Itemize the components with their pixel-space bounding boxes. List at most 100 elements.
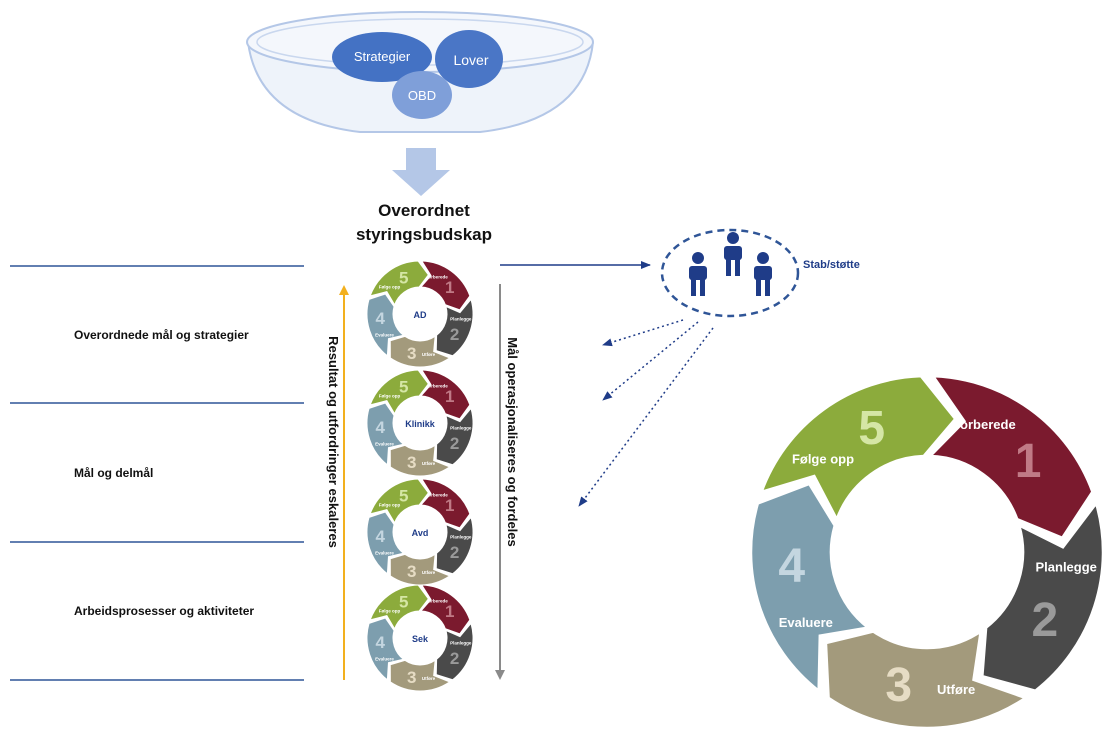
cycle-step-number: 3 (407, 453, 416, 472)
cycle-step-number: 1 (445, 387, 454, 406)
cycle-step-number: 5 (858, 402, 885, 455)
cycle-segment-evaluere (366, 511, 405, 575)
cycle-center (394, 288, 446, 340)
cycle-segment-folge_opp (369, 584, 429, 630)
staff-group: Stab/støtte (660, 228, 860, 318)
person-icon (724, 232, 742, 276)
cycle-segment-forberede (927, 374, 1094, 540)
cycle-segment-evaluere (366, 293, 405, 357)
person-icon (689, 252, 707, 296)
cycle-step-label: Forberede (952, 417, 1016, 432)
cycle-step-label: Planlegge (1035, 560, 1096, 575)
cycle-segment-utfore (824, 628, 1029, 730)
cycle-step-label: Forberede (426, 384, 449, 389)
cycle-center-label: Klinikk (405, 419, 436, 429)
cycle-segment-folge_opp (369, 369, 429, 415)
escalate-label: Resultat og utfordringer eskaleres (326, 336, 341, 548)
cycle-step-label: Evaluere (375, 333, 394, 338)
cycle-segment-evaluere (366, 402, 405, 466)
cycle-step-label: Planlegge (450, 316, 472, 321)
staff-support-arrows (578, 319, 714, 507)
cycle-segment-forberede (419, 584, 471, 635)
staff-label: Stab/støtte (803, 259, 860, 271)
cycle-step-number: 5 (399, 487, 408, 506)
cycle-step-number: 1 (445, 496, 454, 515)
cycle-step-number: 2 (450, 434, 459, 453)
funnel-bubble-obd (392, 71, 452, 119)
message-line-1: Overordnet (378, 201, 470, 220)
funnel-down-arrow (392, 148, 450, 196)
cycle-step-label: Planlegge (450, 425, 472, 430)
cycle-step-label: Følge opp (792, 451, 854, 466)
cycle-step-label: Forberede (426, 599, 449, 604)
cycle-step-number: 4 (375, 309, 385, 328)
level-separators (10, 265, 304, 681)
cycle-center (832, 457, 1022, 647)
cycle-segment-planlegge (435, 516, 474, 575)
cycle-step-number: 1 (1015, 435, 1042, 488)
cycle-step-label: Følge opp (379, 503, 401, 508)
cycle-segment-utfore (389, 335, 451, 368)
cycle-segment-utfore (389, 553, 451, 586)
cycle-step-number: 2 (450, 325, 459, 344)
cycle-center (394, 506, 446, 558)
cycle-segment-forberede (419, 369, 471, 420)
cycle-step-label: Utføre (937, 682, 975, 697)
cycle-segment-planlegge (435, 407, 474, 466)
cycle-segment-forberede (419, 478, 471, 529)
funnel-label-obd: OBD (408, 88, 436, 103)
level-label-processes: Arbeidsprosesser og aktiviteter (74, 604, 254, 618)
cycle-step-number: 4 (375, 633, 385, 652)
cycle-step-number: 3 (885, 659, 912, 712)
cycle-step-number: 2 (450, 543, 459, 562)
cycle-step-number: 5 (399, 593, 408, 612)
cycle-step-number: 4 (375, 527, 385, 546)
cycle-step-number: 1 (445, 278, 454, 297)
cycle-segment-folge_opp (759, 374, 957, 523)
funnel-label-strategier: Strategier (354, 49, 411, 64)
cycle-step-number: 3 (407, 562, 416, 581)
funnel: Strategier Lover OBD (246, 11, 594, 133)
cycle-step-label: Utføre (422, 570, 436, 575)
cycle-step-label: Følge opp (379, 609, 401, 614)
cycle-step-number: 4 (375, 418, 385, 437)
cycle-step-label: Utføre (422, 461, 436, 466)
cycle-step-label: Evaluere (375, 551, 394, 556)
cycle-segment-evaluere (366, 617, 405, 681)
cycle-segment-folge_opp (369, 478, 429, 524)
funnel-label-lover: Lover (453, 52, 488, 68)
funnel-bubble-lover (435, 30, 503, 88)
cycle-step-number: 2 (1031, 594, 1058, 647)
person-icon (754, 252, 772, 296)
cycle-step-label: Forberede (426, 275, 449, 280)
cycle-step-number: 3 (407, 668, 416, 687)
cycle-step-number: 3 (407, 344, 416, 363)
cascade-label: Mål operasjonaliseres og fordeles (505, 337, 520, 547)
cycle-step-label: Evaluere (375, 657, 394, 662)
cycle-step-label: Utføre (422, 676, 436, 681)
funnel-bubble-strategier (332, 32, 432, 82)
cycle-step-label: Evaluere (375, 442, 394, 447)
cycle-segment-utfore (389, 444, 451, 477)
cycle-step-number: 5 (399, 269, 408, 288)
cycle-step-label: Evaluere (779, 615, 833, 630)
cycle-segment-utfore (389, 659, 451, 692)
cycle-center (394, 397, 446, 449)
cycle-segment-forberede (419, 260, 471, 311)
cycle-segment-planlegge (435, 298, 474, 357)
cycle-center-label: Sek (412, 634, 429, 644)
cycle-step-label: Følge opp (379, 285, 401, 290)
cycle-step-label: Planlegge (450, 640, 472, 645)
cycle-segment-evaluere (749, 482, 871, 694)
cycle-step-label: Forberede (426, 493, 449, 498)
level-label-goals: Mål og delmål (74, 466, 153, 480)
cycle-segment-planlegge (980, 500, 1105, 693)
message-line-2: styringsbudskap (356, 225, 492, 244)
